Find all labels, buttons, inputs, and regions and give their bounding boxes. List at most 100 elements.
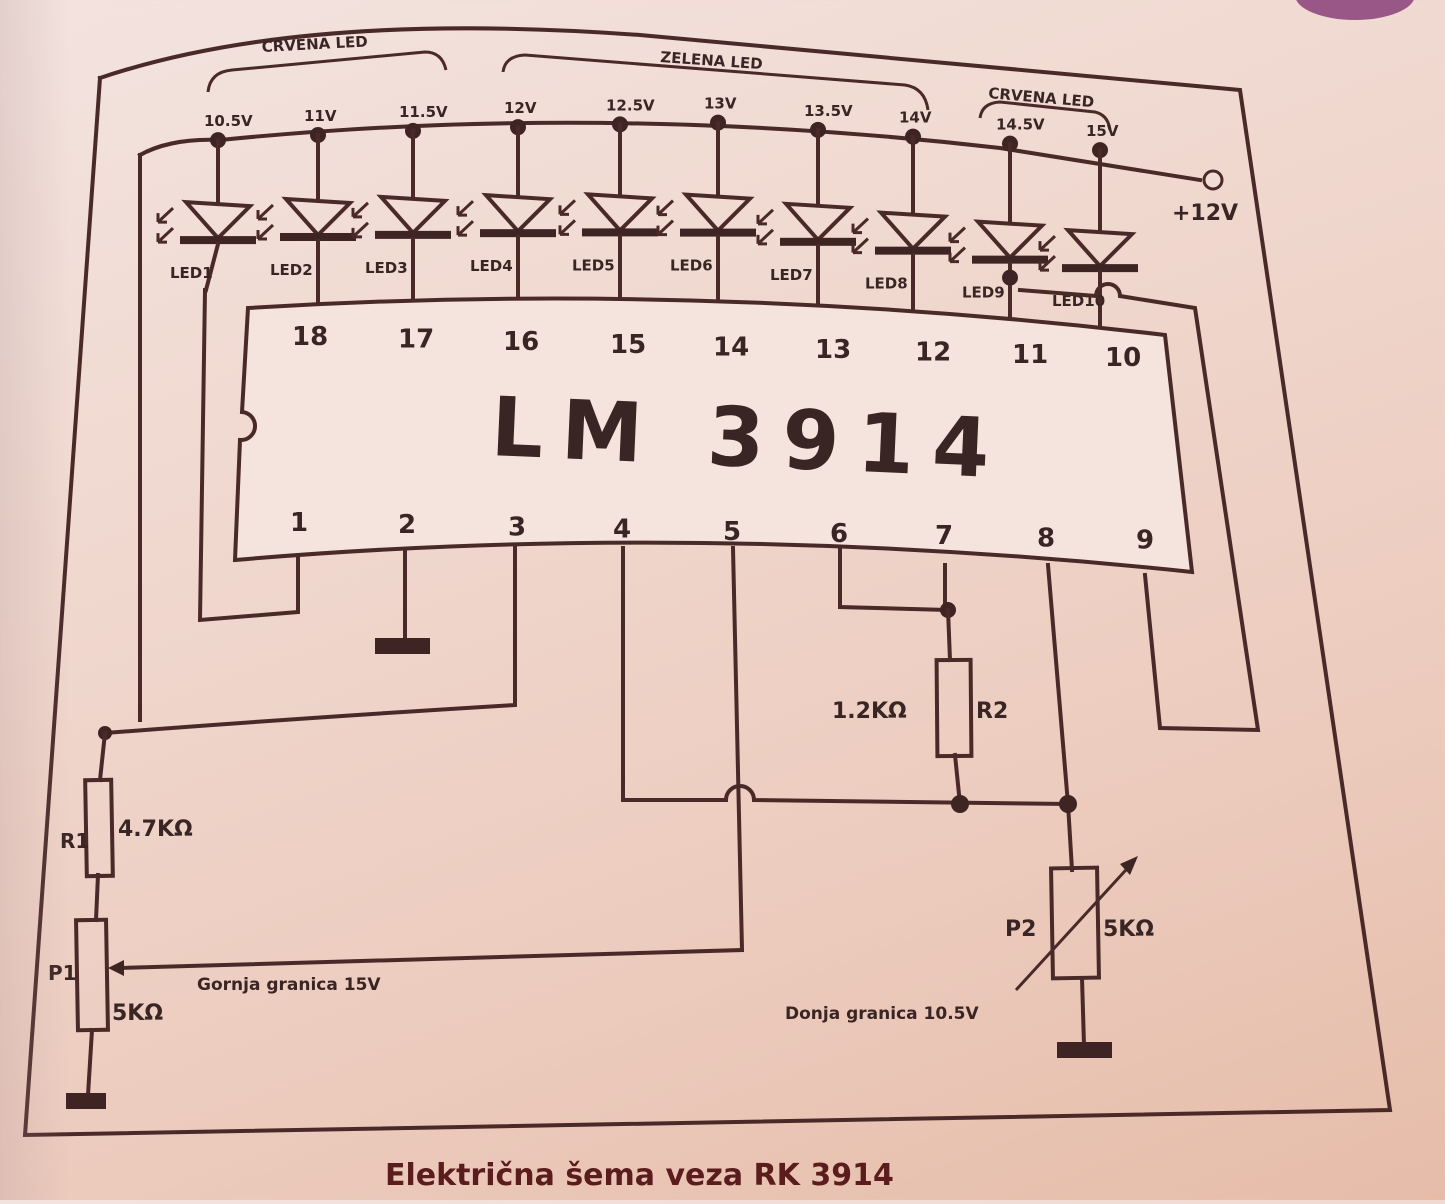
group-label-green: ZELENA LED [660,48,764,73]
pin-number-bottom: 2 [398,510,416,540]
light-arrow-icon [351,201,370,219]
pin-number-top: 15 [610,330,646,360]
pin4-wire [621,546,1071,807]
light-arrow-icon [256,223,275,241]
led9-junction [1002,269,1018,286]
r1-name: R1 [60,829,89,853]
junction-pin8 [1059,795,1077,813]
resistor-r2 [934,657,974,759]
light-arrow-icon [256,203,275,221]
p2-ground-wire [1079,975,1087,1048]
light-arrow-icon [656,199,675,217]
led-cathode-bar [972,255,1048,264]
bracket-green [501,53,930,111]
p1-value: 5KΩ [112,1001,163,1026]
led-name-label: LED4 [470,257,513,275]
led-voltage-label: 15V [1086,122,1119,140]
chip-label: LM 3914 [489,380,1009,497]
light-arrow-icon [558,199,577,216]
p1-name: P1 [48,961,77,985]
pin-number-top: 12 [915,338,951,368]
ground-pin2-icon [375,638,430,654]
p1-note: Gornja granica 15V [197,975,381,995]
bracket-red-high [978,100,1112,131]
junction-r2-bottom [951,795,969,813]
led-name-label: LED5 [572,256,615,274]
led-cathode-bar [680,228,756,237]
led-name-label: LED3 [365,259,408,277]
led-diode-icon [181,199,255,242]
pin-number-top: 16 [503,327,539,357]
led-9: 14.5V LED9 [948,116,1048,332]
led-voltage-label: 10.5V [204,112,253,130]
pin-number-bottom: 8 [1037,523,1055,553]
pin-number-bottom: 6 [830,519,848,549]
led-voltage-label: 14.5V [996,116,1045,134]
led-diode-icon [781,201,855,243]
led-voltage-label: 12V [504,99,537,117]
ground-p2-icon [1057,1042,1112,1058]
pin1-wire [197,287,300,623]
pin-number-top: 10 [1105,343,1141,373]
led-cathode-bar [280,232,356,241]
light-arrow-icon [948,226,967,244]
ground-p1-icon [66,1093,106,1109]
light-arrow-icon [756,208,775,226]
p2-arrow-head-icon [1120,856,1138,875]
led-name-label: LED9 [962,284,1005,302]
pin9-wire [1017,282,1261,733]
led-diode-icon [376,194,450,236]
light-arrow-icon [656,219,675,237]
led-voltage-label: 11V [304,107,337,125]
light-arrow-icon [558,219,577,236]
led-cathode-bar [1062,264,1138,273]
led-diode-icon [973,219,1047,261]
background-object [1295,0,1415,20]
light-arrow-icon [456,220,475,237]
book-gutter-shadow [0,0,70,1200]
light-arrow-icon [1038,235,1057,252]
lm3914-chip [232,296,1195,575]
potentiometer-p2[interactable] [1049,865,1101,981]
led-diode-icon [281,196,355,238]
p2-adjust-arrow [1014,858,1137,992]
supply-rail [137,120,1203,722]
led-voltage-label: 14V [899,109,932,127]
led-voltage-label: 13V [704,95,737,113]
light-arrow-icon [156,227,175,244]
led-cathode-bar [180,236,256,245]
resistor-r1 [83,777,115,879]
pin-number-bottom: 1 [290,508,308,538]
light-arrow-icon [456,200,475,217]
light-arrow-icon [756,228,775,246]
led-cathode-bar [582,228,658,237]
p2-note: Donja granica 10.5V [785,1004,979,1024]
pin-number-top: 18 [292,322,328,352]
p2-name: P2 [1005,917,1036,942]
light-arrow-icon [156,207,175,224]
pin6-7-wire [838,548,951,613]
pin-number-bottom: 4 [613,515,631,545]
led-cathode-bar [780,237,856,246]
r2-wire [945,607,963,807]
pin-number-bottom: 7 [935,521,953,551]
led-cathode-bar [375,230,451,239]
led-name-label: LED6 [670,257,713,275]
led-name-label: LED1 [170,264,213,282]
pin8-wire [1045,562,1075,873]
potentiometer-p1[interactable] [74,917,110,1033]
supply-terminal[interactable] [1202,169,1224,191]
p1-wiper-arrow-icon [108,960,124,976]
supply-label: +12V [1172,201,1238,226]
light-arrow-icon [1038,255,1057,272]
light-arrow-icon [851,237,870,255]
led-cathode-bar [875,246,951,255]
pin5-wire [117,545,745,971]
